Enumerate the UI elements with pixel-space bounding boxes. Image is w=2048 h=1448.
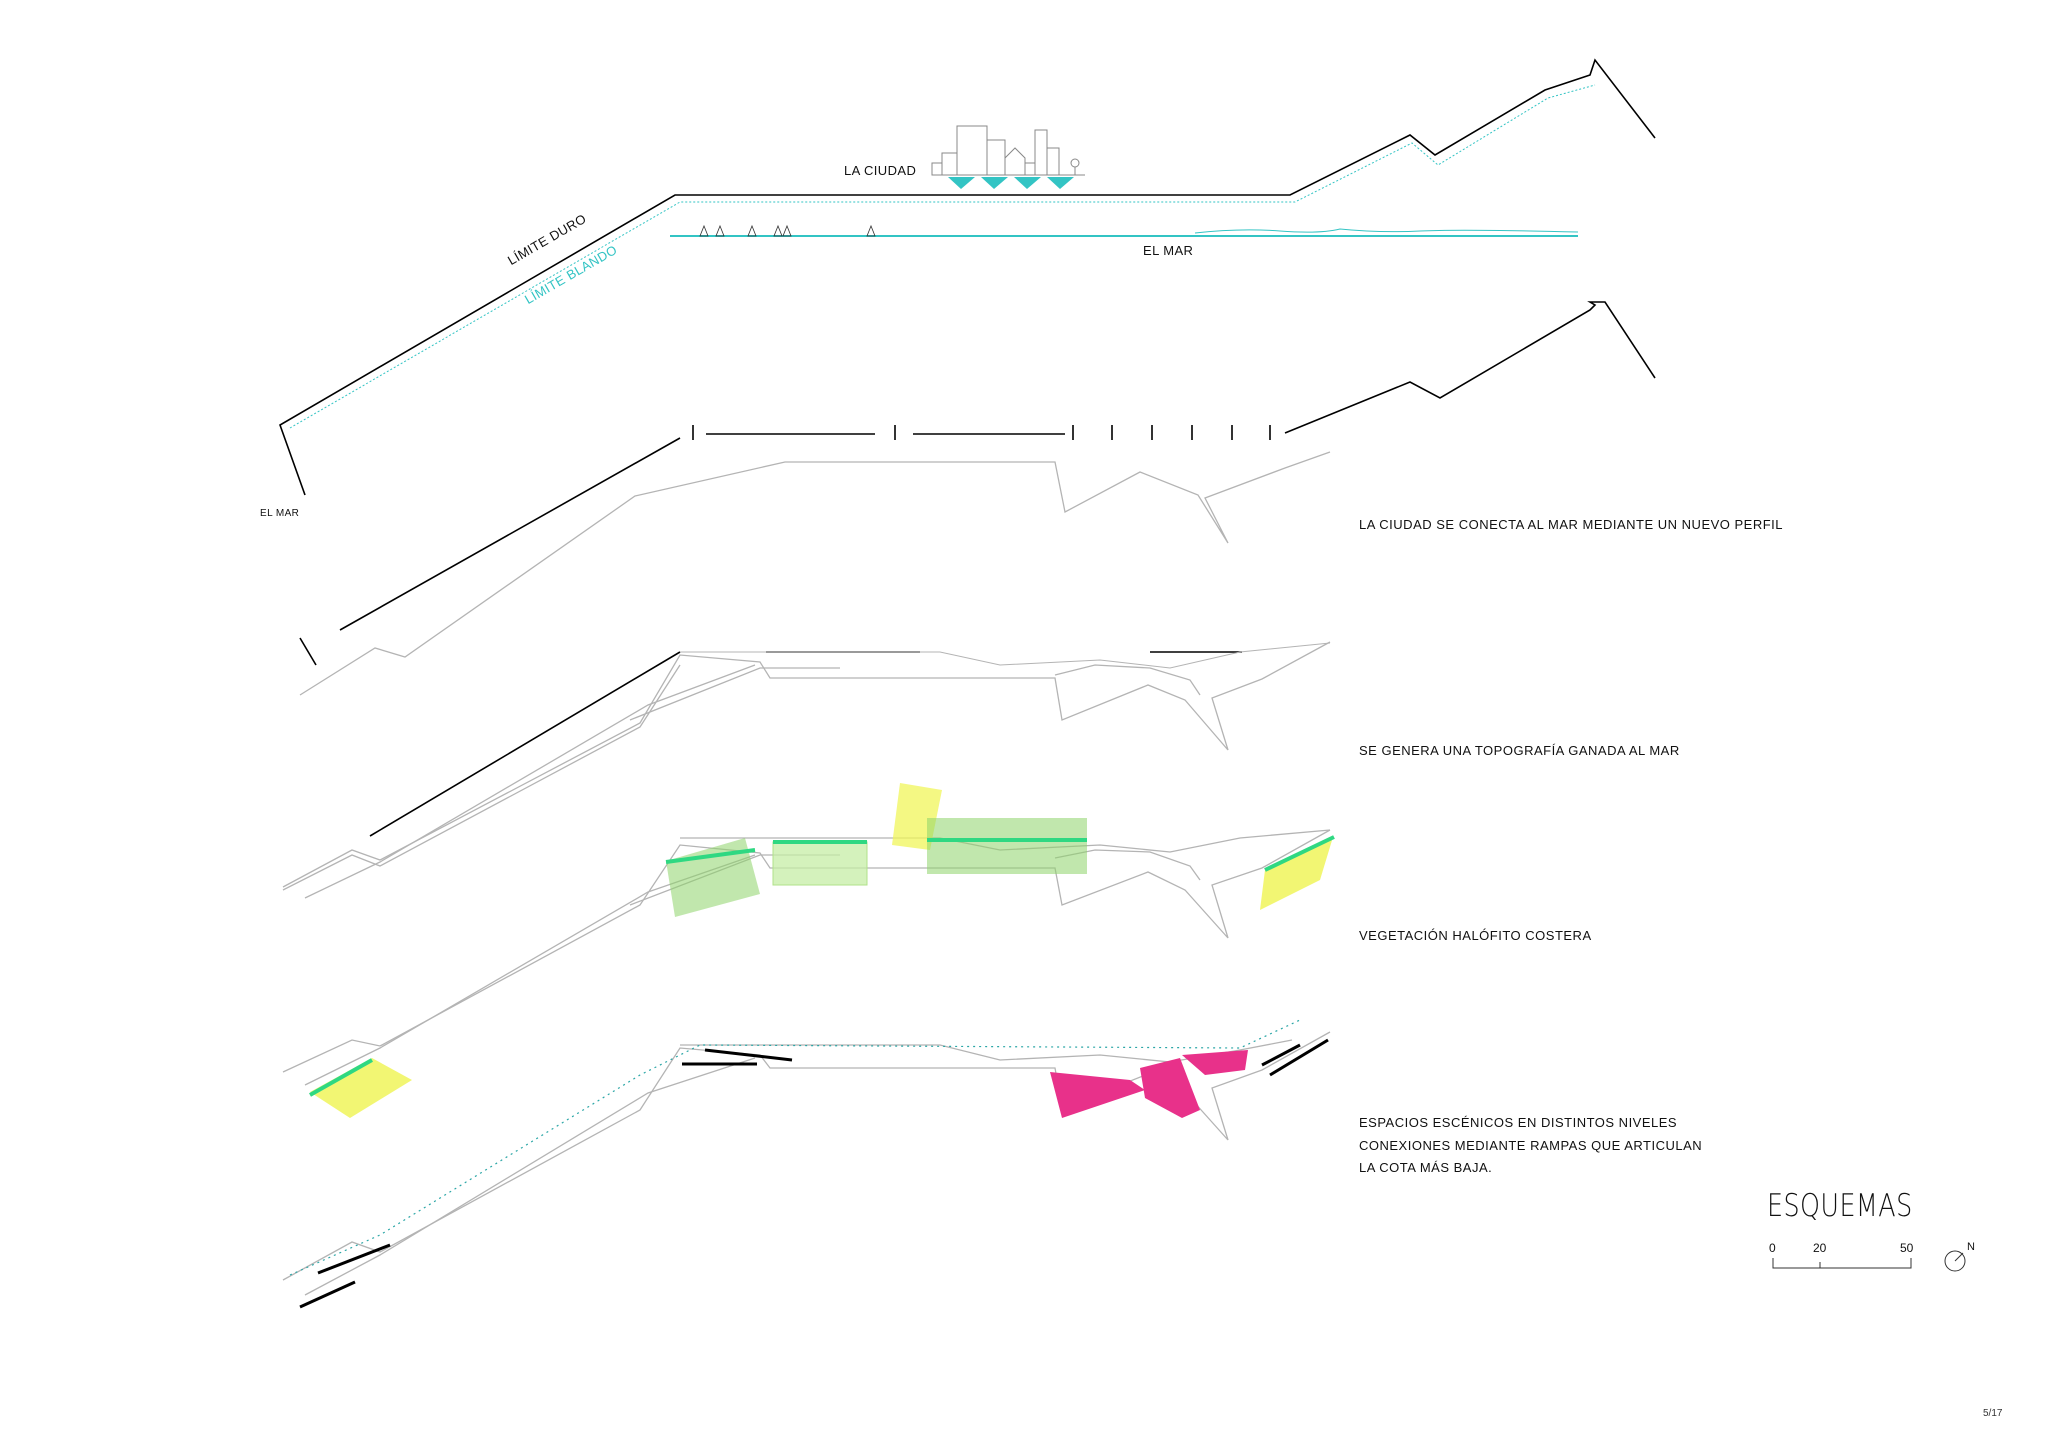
- sea-label-left: EL MAR: [260, 508, 300, 519]
- scenic-spaces: [1050, 1050, 1248, 1118]
- soft-limit-line: [289, 84, 1596, 429]
- diagram-scenic: [282, 1019, 1331, 1309]
- caption-vegetation: VEGETACIÓN HALÓFITO COSTERA: [1359, 928, 1592, 943]
- vegetation-patch-6: [310, 1058, 412, 1118]
- vegetation-edge-strips: [665, 835, 1335, 872]
- new-profile-upper-line: [1284, 301, 1656, 434]
- scenic-dotted-line: [289, 1019, 1301, 1276]
- diagram-vegetation: [282, 664, 1335, 1086]
- city-connection-markers: [948, 177, 1074, 189]
- city-label: LA CIUDAD: [844, 163, 917, 178]
- scenic-grey-outline: [282, 1031, 1331, 1296]
- new-profile-grey-line: [299, 451, 1331, 696]
- sheet-title: ESQUEMAS: [1767, 1188, 1913, 1224]
- caption-lowest-level: LA COTA MÁS BAJA.: [1359, 1160, 1493, 1175]
- north-arrow-icon: [1944, 1250, 1966, 1272]
- scale-bar: [1772, 1258, 1912, 1269]
- profile-black-segments: [299, 425, 1271, 666]
- caption-topography: SE GENERA UNA TOPOGRAFÍA GANADA AL MAR: [1359, 743, 1680, 758]
- vegetation-patch-2: [772, 841, 868, 886]
- diagram-topography: [282, 641, 1331, 899]
- vegetation-patch-5: [1260, 837, 1333, 910]
- ramp-segments: [299, 1038, 1329, 1309]
- topography-grey-outline: [282, 641, 1331, 899]
- north-label: N: [1967, 1241, 1975, 1253]
- scenic-space-2: [1140, 1058, 1200, 1118]
- diagram-limits: [279, 58, 1656, 496]
- hard-limit-line: [279, 58, 1656, 496]
- scale-tick-20: 20: [1813, 1241, 1827, 1255]
- diagram-profile: [299, 301, 1656, 696]
- scale-tick-50: 50: [1900, 1241, 1914, 1255]
- topography-black-edges: [369, 651, 1242, 837]
- sailboat-icons: [699, 224, 876, 237]
- caption-scenic-spaces: ESPACIOS ESCÉNICOS EN DISTINTOS NIVELES: [1359, 1115, 1678, 1130]
- caption-ramps: CONEXIONES MEDIANTE RAMPAS QUE ARTICULAN: [1359, 1138, 1703, 1153]
- city-skyline-icon: [931, 125, 1085, 176]
- sea-wave: [1194, 228, 1579, 234]
- page-number: 5/17: [1983, 1408, 2003, 1419]
- vegetation-patch-4: [927, 818, 1087, 874]
- scale-tick-0: 0: [1769, 1241, 1776, 1255]
- scenic-space-1: [1050, 1072, 1145, 1118]
- scenic-space-3: [1182, 1050, 1248, 1075]
- vegetation-edge-strip-6: [309, 1058, 373, 1097]
- sea-label-center: EL MAR: [1143, 243, 1194, 258]
- caption-new-profile: LA CIUDAD SE CONECTA AL MAR MEDIANTE UN …: [1359, 517, 1784, 532]
- topography-upper-line: [680, 642, 1331, 669]
